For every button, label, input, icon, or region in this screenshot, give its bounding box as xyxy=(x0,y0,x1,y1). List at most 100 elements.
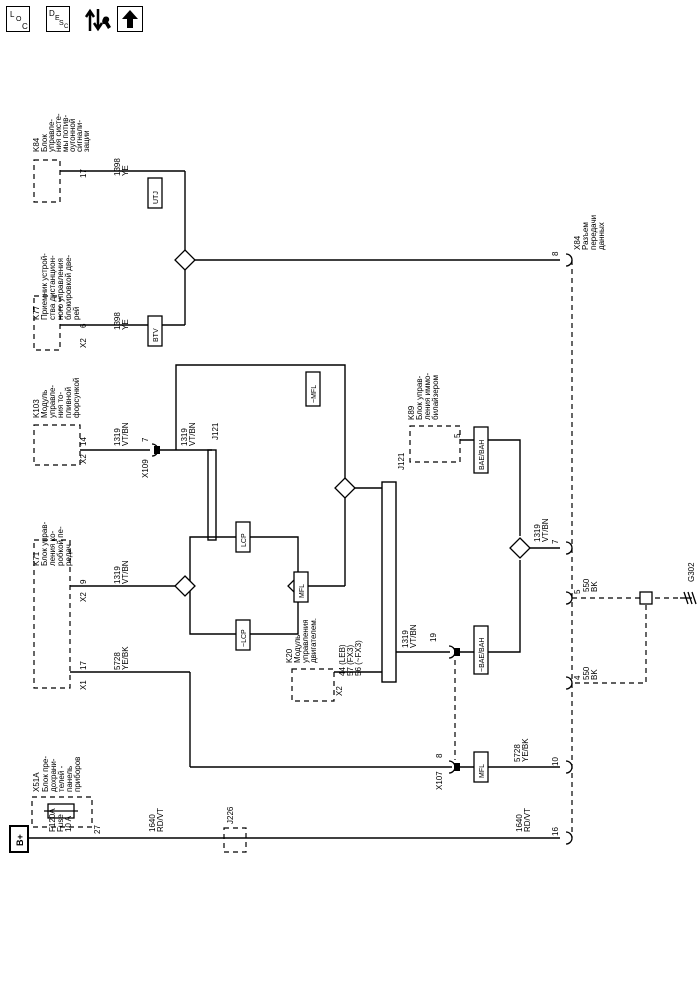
x51a-box xyxy=(31,796,93,828)
x84-pin-5 xyxy=(565,591,573,605)
fuse-name: F120A xyxy=(48,808,57,832)
x84-pin-8 xyxy=(565,253,573,267)
w1319-k103-num: 1319 xyxy=(113,428,122,446)
k77-box xyxy=(33,295,61,351)
x84-desc-0: Разъем xyxy=(581,222,590,250)
k20-desc-1: управления xyxy=(301,619,310,663)
w5728b-color: YE/BK xyxy=(521,738,530,762)
loc-l: L xyxy=(10,10,15,19)
x84-pin-7-label: 7 xyxy=(551,539,560,544)
wire-mfl-top xyxy=(175,364,346,480)
wire-bae-top xyxy=(460,439,521,536)
k89-pin: 5 xyxy=(453,433,462,438)
module-bae-bah-neg xyxy=(473,625,489,675)
k20-pin-1: 57 (FX3) xyxy=(346,645,355,676)
k89-desc-2: билайзером xyxy=(431,375,440,420)
k103-desc-1: управле- xyxy=(48,385,57,418)
module-bae-bah-neg-label: ~BAE/BAH xyxy=(479,638,486,672)
x107-name: X107 xyxy=(435,771,444,790)
k71-pin-x1: 17 xyxy=(79,661,88,670)
w550b-color: BK xyxy=(590,669,599,680)
k103-box xyxy=(33,424,81,466)
k77-desc-1: ства дистанцион- xyxy=(48,255,57,320)
k89-desc-0: Блок управ- xyxy=(415,375,424,420)
x51a-desc-4: приборов xyxy=(73,757,82,792)
k71-box xyxy=(33,539,71,689)
k20-desc-0: Модуль xyxy=(293,635,302,663)
k77-title: K77 xyxy=(32,305,41,320)
module-lcp-label: LCP xyxy=(241,533,248,547)
x84-pin-10-label: 10 xyxy=(551,757,560,766)
k71-title: K71 xyxy=(32,551,41,566)
w1319-k20-num: 1319 xyxy=(401,630,410,648)
flow-arrows-wrench-icon[interactable] xyxy=(84,5,112,33)
x51a-desc-0: Блок пре- xyxy=(41,756,50,792)
k84-pin: 17 xyxy=(79,169,88,178)
up-arrow-icon[interactable] xyxy=(117,6,143,32)
k71-desc-1: ления ко- xyxy=(48,530,57,566)
j121-splice-b xyxy=(381,481,397,683)
wire-550-ground xyxy=(572,597,647,684)
x84-title: X84 xyxy=(573,235,582,250)
x51a-pin: 27 xyxy=(93,825,102,834)
k84-desc-3: мы потив- xyxy=(61,115,70,152)
w1319-k103-color: VT/BN xyxy=(121,422,130,446)
x109-name: X109 xyxy=(141,459,150,478)
toolbar: L O C D E S C xyxy=(0,0,170,40)
k103-title: K103 xyxy=(32,399,41,418)
x51a-title: X51A xyxy=(32,772,41,792)
w1319-k71-color: VT/BN xyxy=(121,560,130,584)
location-button[interactable]: L O C xyxy=(6,6,30,32)
k77-desc-4: рей xyxy=(72,307,81,320)
module-btv-label: BTV xyxy=(153,328,160,342)
j121b-label: J121 xyxy=(397,452,406,470)
k20-title: K20 xyxy=(285,648,294,663)
k20-box xyxy=(291,668,335,702)
k20-pin-0: 44 (LEB) xyxy=(338,644,347,676)
splice-data xyxy=(174,249,196,271)
k71-desc-0: Блок управ- xyxy=(40,521,49,566)
module-mfl-mid-label: MFL xyxy=(299,584,306,598)
w1640b-num: 1640 xyxy=(515,814,524,832)
w1640b-color: RD/VT xyxy=(523,808,532,832)
x84-pin-5-label: 5 xyxy=(573,589,582,594)
k103-pin: 14 xyxy=(79,437,88,446)
x51a-desc-3: панель xyxy=(65,766,74,792)
x84-pin-4-label: 4 xyxy=(573,675,582,680)
x84-pin-16 xyxy=(565,831,573,845)
module-mfl-bottom xyxy=(473,751,489,783)
j121-splice-a xyxy=(207,449,217,541)
module-mfl-top xyxy=(305,371,321,407)
w550a-color: BK xyxy=(590,581,599,592)
k103-desc-4: форсункой xyxy=(72,378,81,418)
k20-pin-2: 56 (~FX3) xyxy=(354,640,363,676)
module-lcp xyxy=(235,521,251,553)
w1319-x84-num: 1319 xyxy=(533,524,542,542)
k20-desc-2: двигателем. xyxy=(309,618,318,663)
w1398-k84-num: 1398 xyxy=(113,158,122,176)
x51a-desc-2: телей - xyxy=(57,765,66,792)
x84-pin-10 xyxy=(565,760,573,774)
w1319-k71-num: 1319 xyxy=(113,566,122,584)
w550b-num: 550 xyxy=(582,666,591,680)
module-mfl-bottom-label: MFL xyxy=(479,764,486,778)
k84-box xyxy=(33,159,61,203)
fuse-rating: 10 A xyxy=(64,815,73,832)
w1319-k20-color: VT/BN xyxy=(409,624,418,648)
fuse-word: Fuse xyxy=(56,814,65,832)
w1398-k84-color: YE xyxy=(121,165,130,176)
bplus-label: B+ xyxy=(15,834,25,846)
k77-conn: X2 xyxy=(79,338,88,348)
w5728a-num: 5728 xyxy=(113,652,122,670)
desc-e: E xyxy=(55,15,60,22)
k20-conn: X2 xyxy=(335,686,344,696)
module-lcp-neg-label: ~LCP xyxy=(241,629,248,647)
x84-desc-1: передачи xyxy=(589,215,598,250)
module-utj-label: UTJ xyxy=(153,191,160,204)
splice-k71 xyxy=(174,575,196,597)
k71-desc-3: редач xyxy=(64,544,73,566)
k71-pin-x2: 9 xyxy=(79,579,88,584)
description-button[interactable]: D E S C xyxy=(46,6,70,32)
k84-desc-4: оугонной xyxy=(68,119,77,152)
x84-pin-8-label: 8 xyxy=(551,251,560,256)
